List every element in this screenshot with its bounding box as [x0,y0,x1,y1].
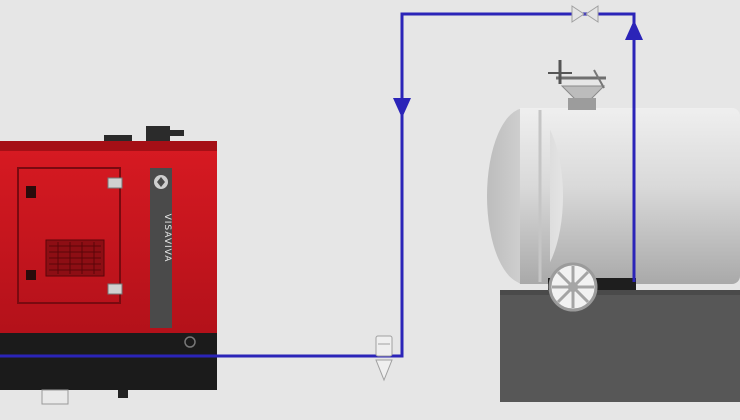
generator-enclosure [0,141,217,333]
valve-icon[interactable] [571,5,599,23]
tank-vent-fitting[interactable] [548,60,606,110]
generator-foot [41,389,69,405]
door-hinge-icon [107,177,123,295]
tank-platform [500,290,740,402]
brand-logo-icon [154,175,168,189]
generator-brand-panel [150,168,172,328]
filter-valve-icon[interactable] [375,335,393,382]
generator-base [0,333,217,390]
fuel-pipe [0,12,636,358]
generator-vent-grille [45,239,105,277]
exhaust-icon [146,126,184,141]
generator-roof-cap [104,135,132,141]
fuel-tank[interactable] [487,60,740,312]
fuel-port-icon [184,336,196,348]
handwheel-icon[interactable] [548,262,598,312]
generator-foot-right [118,390,128,398]
generator-brand-text: VISAVIVA [162,214,172,263]
generator-access-door[interactable] [17,167,121,304]
flow-arrow-down-icon [393,98,411,118]
generator-set[interactable]: VISAVIVA [0,126,217,405]
flow-arrow-up-icon [625,20,643,40]
fuel-line [0,12,636,358]
